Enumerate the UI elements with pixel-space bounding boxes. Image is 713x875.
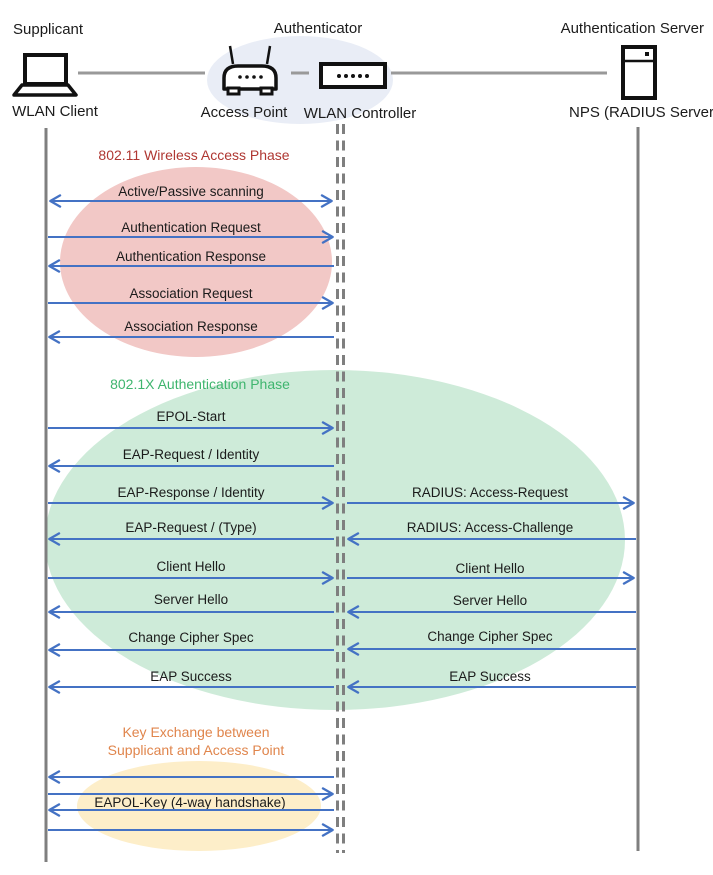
message-label: EAP-Response / Identity bbox=[117, 485, 264, 500]
message-label: Server Hello bbox=[453, 593, 527, 608]
message-epol-start: EPOL-Start bbox=[48, 409, 334, 435]
phase-keyexchange-title-line1: Key Exchange between bbox=[122, 724, 269, 740]
message-label: Authentication Request bbox=[121, 220, 261, 235]
phase-8021x-ellipse bbox=[45, 370, 625, 710]
message-label: Client Hello bbox=[455, 561, 524, 576]
message-eap-request-type: EAP-Request / (Type) bbox=[48, 520, 334, 546]
message-client-hello-left: Client Hello bbox=[48, 559, 334, 585]
message-active-passive-scanning: Active/Passive scanning bbox=[49, 184, 333, 208]
access-point-icon bbox=[222, 45, 278, 96]
laptop-icon bbox=[12, 53, 78, 97]
wlan-controller-icon bbox=[319, 62, 387, 89]
message-client-hello-right: Client Hello bbox=[347, 561, 635, 585]
message-radius-access-challenge: RADIUS: Access-Challenge bbox=[347, 520, 636, 546]
actor-supplicant-role: Supplicant bbox=[13, 21, 84, 38]
message-eap-success-left: EAP Success bbox=[48, 669, 334, 694]
message-label: Active/Passive scanning bbox=[118, 184, 264, 199]
message-label: EAP Success bbox=[150, 669, 232, 684]
message-label: EAP-Request / (Type) bbox=[125, 520, 256, 535]
device-wlan-client-label: WLAN Client bbox=[12, 103, 99, 120]
message-label: Association Request bbox=[129, 286, 252, 301]
message-eapol-key-handshake: EAPOL-Key (4-way handshake) bbox=[48, 770, 334, 837]
server-icon bbox=[621, 45, 657, 100]
phase-keyexchange-title-line2: Supplicant and Access Point bbox=[108, 742, 285, 758]
message-label: Authentication Response bbox=[116, 249, 266, 264]
message-server-hello-left: Server Hello bbox=[48, 592, 334, 619]
message-label: EPOL-Start bbox=[156, 409, 225, 424]
message-label: Association Response bbox=[124, 319, 258, 334]
phase-80211-ellipse bbox=[60, 167, 332, 357]
message-eap-success-right: EAP Success bbox=[347, 669, 636, 694]
authenticator-group-ellipse bbox=[207, 36, 393, 124]
message-label: EAP-Request / Identity bbox=[123, 447, 260, 462]
message-association-response: Association Response bbox=[48, 319, 334, 344]
message-label: RADIUS: Access-Challenge bbox=[407, 520, 574, 535]
access-point-leds bbox=[238, 75, 263, 79]
actor-authserver-role: Authentication Server bbox=[561, 20, 704, 37]
message-eap-response-identity: EAP-Response / Identity bbox=[48, 485, 334, 510]
message-label: RADIUS: Access-Request bbox=[412, 485, 568, 500]
message-label: EAPOL-Key (4-way handshake) bbox=[94, 795, 285, 810]
message-radius-access-request: RADIUS: Access-Request bbox=[347, 485, 635, 510]
message-change-cipher-spec-left: Change Cipher Spec bbox=[48, 630, 334, 657]
message-label: Change Cipher Spec bbox=[128, 630, 254, 645]
device-nps-label: NPS (RADIUS Server) bbox=[569, 104, 713, 121]
message-authentication-request: Authentication Request bbox=[48, 220, 334, 244]
device-wlan-controller-label: WLAN Controller bbox=[304, 105, 417, 122]
message-label: Server Hello bbox=[154, 592, 228, 607]
phase-keyexchange-ellipse bbox=[77, 761, 321, 851]
phase-80211-title: 802.11 Wireless Access Phase bbox=[98, 147, 289, 163]
message-association-request: Association Request bbox=[48, 286, 334, 310]
message-label: Client Hello bbox=[156, 559, 225, 574]
message-authentication-response: Authentication Response bbox=[48, 249, 334, 273]
wlan-controller-leds bbox=[337, 74, 369, 78]
phase-8021x-title: 802.1X Authentication Phase bbox=[110, 376, 290, 392]
message-label: Change Cipher Spec bbox=[427, 629, 553, 644]
actor-authenticator-role: Authenticator bbox=[274, 20, 362, 37]
message-change-cipher-spec-right: Change Cipher Spec bbox=[347, 629, 636, 656]
message-server-hello-right: Server Hello bbox=[347, 593, 636, 619]
message-label: EAP Success bbox=[449, 669, 531, 684]
device-access-point-label: Access Point bbox=[201, 104, 289, 121]
message-eap-request-identity: EAP-Request / Identity bbox=[48, 447, 334, 473]
